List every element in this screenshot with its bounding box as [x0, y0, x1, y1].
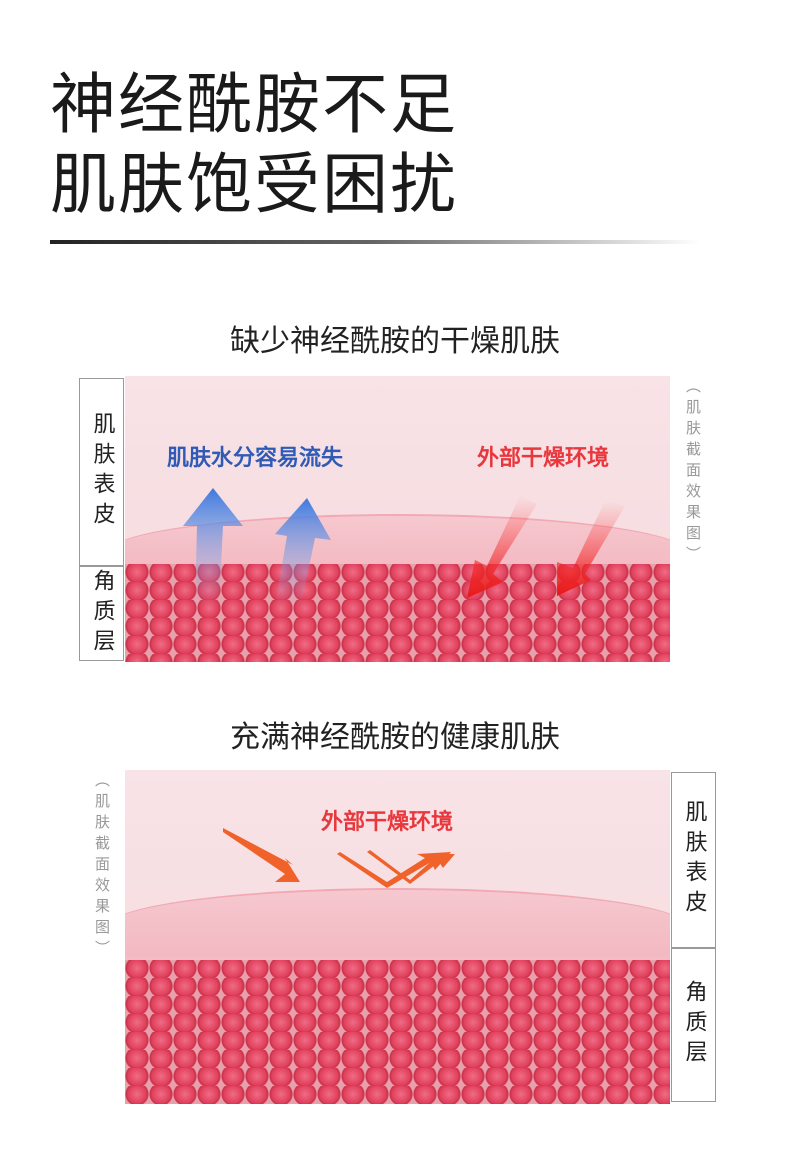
stratum-cells: [125, 960, 670, 1104]
water-loss-label: 肌肤水分容易流失: [167, 446, 344, 471]
layer-label-stratum: 角质层: [79, 566, 124, 661]
dry-skin-diagram: 肌肤水分容易流失 外部干燥环境: [125, 376, 670, 662]
layer-label-epidermis: 肌肤表皮: [79, 378, 124, 566]
headline-line2: 肌肤饱受困扰: [50, 146, 458, 223]
section1-title: 缺少神经酰胺的干燥肌肤: [230, 324, 560, 359]
arrows: [223, 828, 455, 888]
arrow-up-icon: [275, 498, 331, 606]
headline-line1: 神经酰胺不足: [50, 66, 458, 143]
healthy-skin-diagram: 外部干燥环境: [125, 770, 670, 1104]
arrow-down-icon: [557, 501, 625, 596]
dry-environment-label: 外部干燥环境: [477, 446, 610, 471]
divider: [50, 240, 700, 244]
arrow-up-icon: [183, 488, 243, 606]
deflect-arrow-icon: [337, 852, 451, 888]
caption: （肌肤截面效果图）: [93, 772, 111, 961]
section2-title: 充满神经酰胺的健康肌肤: [230, 720, 560, 755]
layer-label-epidermis: 肌肤表皮: [671, 772, 716, 948]
arrow-down-icon: [467, 496, 537, 598]
deflect-arrow-icon: [223, 828, 300, 882]
arrows: [183, 488, 625, 606]
layer-label-stratum: 角质层: [671, 948, 716, 1102]
dry-environment-label: 外部干燥环境: [321, 810, 454, 835]
caption: （肌肤截面效果图）: [684, 378, 702, 567]
